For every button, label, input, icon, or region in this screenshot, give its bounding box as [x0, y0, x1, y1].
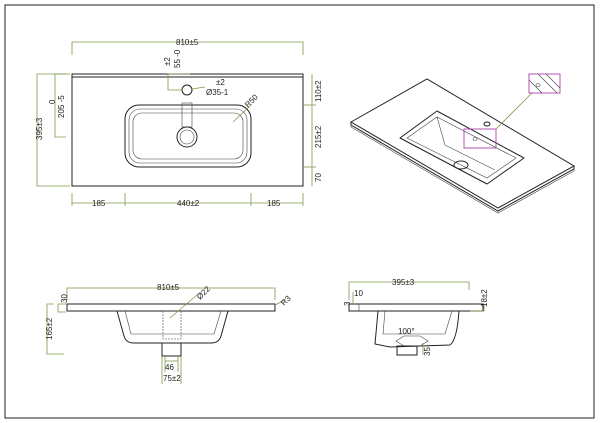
isometric-view: [349, 73, 576, 214]
dim-drain-zero: 0: [48, 99, 57, 104]
basin-outline: [124, 104, 252, 168]
top-view: 810±5 ±2 55 -0 ±2 Ø35-1 R50 395±3 0 205 …: [35, 38, 323, 208]
front-view: 810±5 Ø22 R3 30 165±2 46 75±2: [45, 283, 293, 384]
dim-front-height: 165±2: [45, 317, 54, 340]
drawing-frame: [4, 4, 595, 419]
dim-drain-dia: Ø22: [195, 284, 212, 301]
dim-thickness: 18±2: [480, 289, 489, 307]
dim-slab: 30: [60, 294, 69, 303]
dim-right-bottom: 70: [314, 173, 323, 182]
dim-radius: R50: [243, 92, 260, 109]
dim-bottom-left: 185: [92, 199, 106, 208]
dim-right-top: 110±2: [314, 80, 323, 102]
dim-width: 810±5: [176, 38, 199, 47]
dim-tap-tol: ±2: [163, 57, 172, 66]
dim-right-mid: 215±2: [314, 125, 323, 148]
side-view: 395±3 10 3 18±2 100° 35: [343, 278, 489, 356]
dim-edge-radius: R3: [279, 293, 293, 307]
dim-front-width: 810±5: [157, 283, 180, 292]
dim-drain-height: 35: [423, 347, 432, 356]
side-slab: [348, 303, 484, 312]
dim-side-depth: 395±3: [392, 278, 415, 287]
dim-drain-inner: 46: [165, 363, 174, 372]
drain-icon: [176, 126, 198, 148]
detail-box: [528, 73, 561, 94]
dim-depth: 395±3: [35, 117, 44, 140]
iso-basin: [399, 110, 525, 185]
dim-lip-small: 3: [343, 301, 352, 306]
dim-lip: 10: [354, 289, 363, 298]
dim-bottom-mid: 440±2: [177, 199, 200, 208]
side-basin: [374, 310, 460, 348]
front-drain: [161, 342, 182, 357]
dim-angle: 100°: [398, 327, 415, 336]
dim-tap-hole: Ø35-1: [206, 88, 229, 97]
front-slab: [66, 303, 276, 312]
iso-countertop: [349, 78, 576, 209]
overflow-channel: [181, 102, 193, 128]
dim-drain-pos: 205 -5: [57, 95, 66, 118]
tap-hole: [181, 84, 193, 96]
dim-tap-hole-tol: ±2: [216, 78, 225, 87]
side-drain: [396, 345, 418, 356]
iso-drain: [453, 160, 469, 170]
dim-bottom-right: 185: [267, 199, 281, 208]
dim-drain-outer: 75±2: [163, 374, 181, 383]
dim-tap-offset: 55 -0: [173, 49, 182, 68]
callout-box: [463, 128, 497, 149]
